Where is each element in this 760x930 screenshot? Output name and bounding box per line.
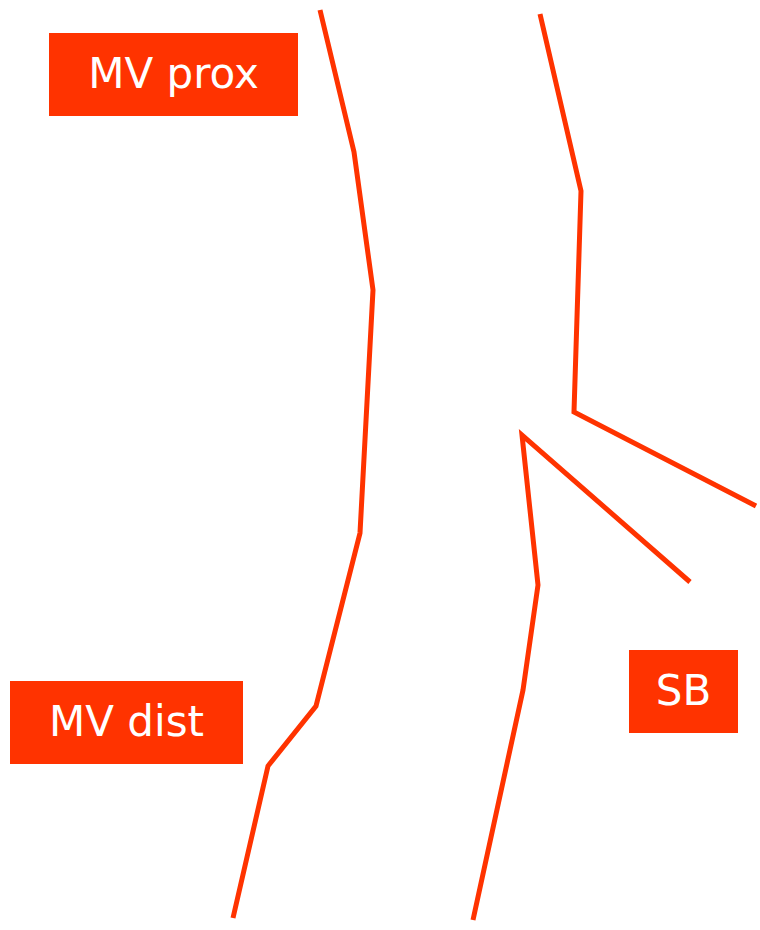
vessel-label: SB (656, 668, 711, 714)
main-vessel-right-wall-proximal (540, 14, 756, 506)
main-vessel-left-wall (233, 10, 373, 918)
vessel-label-box: MV dist (10, 681, 243, 764)
vessel-label-box: MV prox (49, 33, 298, 116)
vessel-label-box: SB (629, 650, 738, 733)
vessel-label: MV dist (49, 699, 204, 745)
vessel-label: MV prox (88, 51, 259, 97)
